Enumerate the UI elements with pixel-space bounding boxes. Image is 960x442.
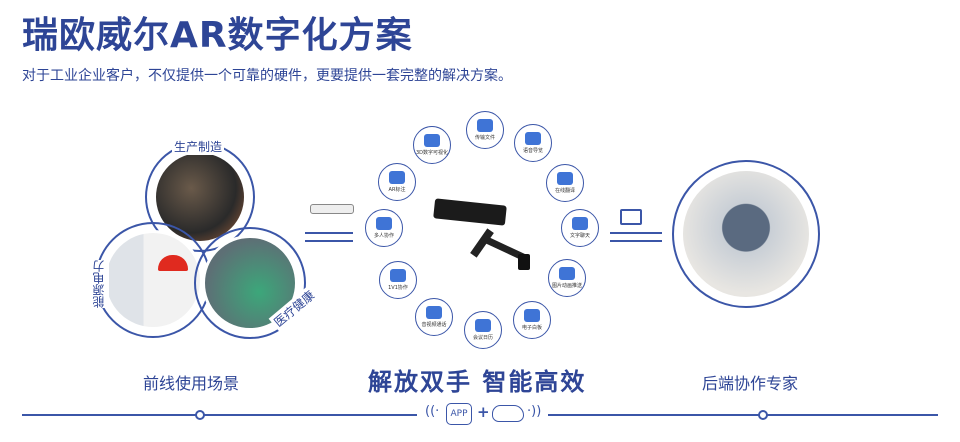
cloud-icon — [492, 405, 524, 422]
monitor-icon — [620, 209, 642, 225]
feature-transfer-file: 传输文件 — [466, 111, 504, 149]
backend-label: 后端协作专家 — [702, 374, 799, 393]
ar-glasses-icon — [310, 204, 354, 214]
scene-label-energy: 能源电力 — [88, 260, 109, 308]
feature-translate: 在线翻译 — [546, 164, 584, 202]
frontline-label: 前线使用场景 — [143, 374, 240, 393]
whiteboard-icon — [524, 309, 540, 322]
signal-left-icon: ((· — [425, 404, 440, 419]
expert-photo — [680, 168, 812, 300]
feature-whiteboard: 电子白板 — [513, 301, 551, 339]
jpg-icon — [559, 267, 575, 280]
energy-photo — [103, 230, 203, 330]
ring-expert — [672, 160, 820, 308]
plus-sign: + — [477, 403, 490, 421]
calendar-icon — [475, 319, 491, 332]
arrow-left-1 — [305, 232, 353, 234]
scene-label-manufacturing: 生产制造 — [172, 138, 225, 155]
feature-text-chat: 文字聊天 — [561, 209, 599, 247]
app-icon: APP — [446, 403, 472, 425]
feature-av-call: 音视频通话 — [415, 298, 453, 336]
cube-icon — [389, 171, 405, 184]
signal-right-icon: ·)) — [527, 404, 542, 419]
page-subtitle: 对于工业企业客户，不仅提供一个可靠的硬件，更要提供一套完整的解决方案。 — [22, 68, 512, 84]
slogan: 解放双手 智能高效 — [368, 368, 587, 396]
translate-icon — [557, 172, 573, 185]
team-icon — [376, 217, 392, 230]
feature-3d-visual: 3D数字可视化 — [413, 126, 451, 164]
arrow-right-1 — [610, 232, 662, 234]
database-icon — [424, 134, 440, 147]
cloud-icon — [477, 119, 493, 132]
feature-1v1: 1V1协作 — [379, 261, 417, 299]
feature-ar-annotation: AR标注 — [378, 163, 416, 201]
dot-left — [195, 410, 205, 420]
arrow-right-2 — [610, 240, 662, 242]
feature-calendar: 会议日历 — [464, 311, 502, 349]
feature-image-push: 图片动画推送 — [548, 259, 586, 297]
divider-left — [22, 414, 417, 416]
arrow-left-2 — [305, 240, 353, 242]
monitor-chat-icon — [572, 217, 588, 230]
page-title: 瑞欧威尔AR数字化方案 — [22, 15, 413, 56]
ring-medical — [194, 227, 306, 339]
video-call-icon — [426, 306, 442, 319]
feature-multi-user: 多人协作 — [365, 209, 403, 247]
dot-right — [758, 410, 768, 420]
feature-voice-guide: 语音导览 — [514, 124, 552, 162]
microphone-icon — [525, 132, 541, 145]
handshake-icon — [390, 269, 406, 282]
divider-right — [548, 414, 938, 416]
